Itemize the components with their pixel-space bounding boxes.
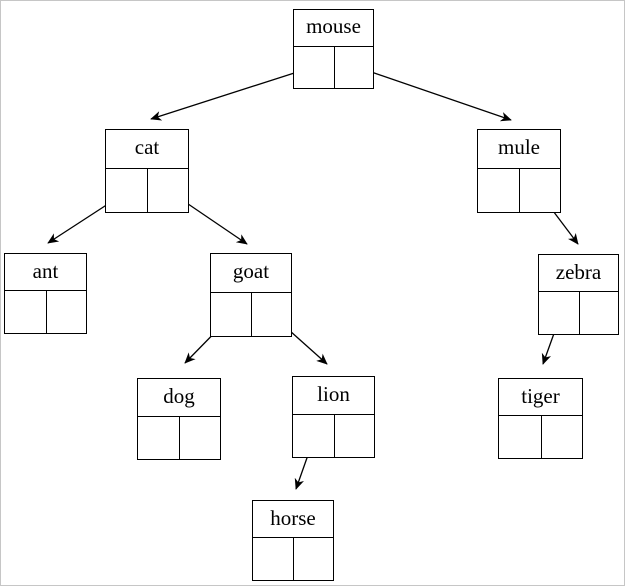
mule-right-pointer-cell	[519, 168, 560, 212]
node-pointers-ant	[5, 291, 86, 333]
node-pointers-zebra	[539, 292, 618, 334]
edge-mouse-mule	[353, 65, 512, 122]
goat-right-pointer-cell	[251, 292, 291, 336]
node-label-zebra: zebra	[539, 255, 618, 293]
dog-right-pointer-cell	[179, 416, 220, 459]
mouse-right-pointer-cell	[333, 46, 374, 88]
tree-node-lion: lion	[292, 376, 375, 458]
mouse-left-pointer-cell	[294, 47, 334, 88]
node-label-dog: dog	[138, 379, 220, 417]
tiger-left-pointer-cell	[499, 416, 541, 458]
node-pointers-dog	[138, 416, 220, 459]
node-pointers-mouse	[294, 46, 374, 88]
zebra-left-pointer-cell	[539, 292, 579, 334]
lion-left-pointer-cell	[293, 415, 334, 457]
node-label-horse: horse	[253, 501, 333, 539]
tree-node-cat: cat	[105, 129, 189, 213]
node-pointers-cat	[106, 168, 188, 212]
ant-left-pointer-cell	[5, 291, 46, 333]
tree-node-horse: horse	[252, 500, 334, 581]
node-pointers-mule	[478, 168, 560, 212]
tree-node-tiger: tiger	[498, 378, 583, 459]
edge-mouse-cat	[150, 66, 314, 121]
node-label-lion: lion	[293, 377, 374, 415]
tree-node-goat: goat	[210, 253, 292, 337]
node-pointers-lion	[293, 414, 375, 457]
node-label-mouse: mouse	[294, 10, 373, 47]
tree-node-dog: dog	[137, 378, 221, 460]
goat-left-pointer-cell	[211, 293, 251, 336]
horse-right-pointer-cell	[293, 538, 333, 580]
tree-node-mouse: mouse	[293, 9, 374, 89]
zebra-right-pointer-cell	[578, 292, 619, 334]
tree-node-mule: mule	[477, 129, 561, 213]
tree-node-ant: ant	[4, 253, 87, 334]
node-label-ant: ant	[5, 254, 86, 292]
node-label-tiger: tiger	[499, 379, 582, 417]
cat-right-pointer-cell	[147, 168, 188, 212]
ant-right-pointer-cell	[45, 291, 87, 333]
node-label-goat: goat	[211, 254, 291, 293]
cat-left-pointer-cell	[106, 169, 147, 212]
node-label-mule: mule	[478, 130, 560, 169]
horse-left-pointer-cell	[253, 538, 293, 580]
node-pointers-goat	[211, 292, 291, 336]
node-pointers-horse	[253, 538, 333, 580]
lion-right-pointer-cell	[333, 414, 375, 457]
node-pointers-tiger	[499, 416, 582, 458]
tiger-right-pointer-cell	[540, 416, 583, 458]
tree-node-zebra: zebra	[538, 254, 619, 335]
mule-left-pointer-cell	[478, 169, 519, 212]
dog-left-pointer-cell	[138, 417, 179, 459]
node-label-cat: cat	[106, 130, 188, 169]
